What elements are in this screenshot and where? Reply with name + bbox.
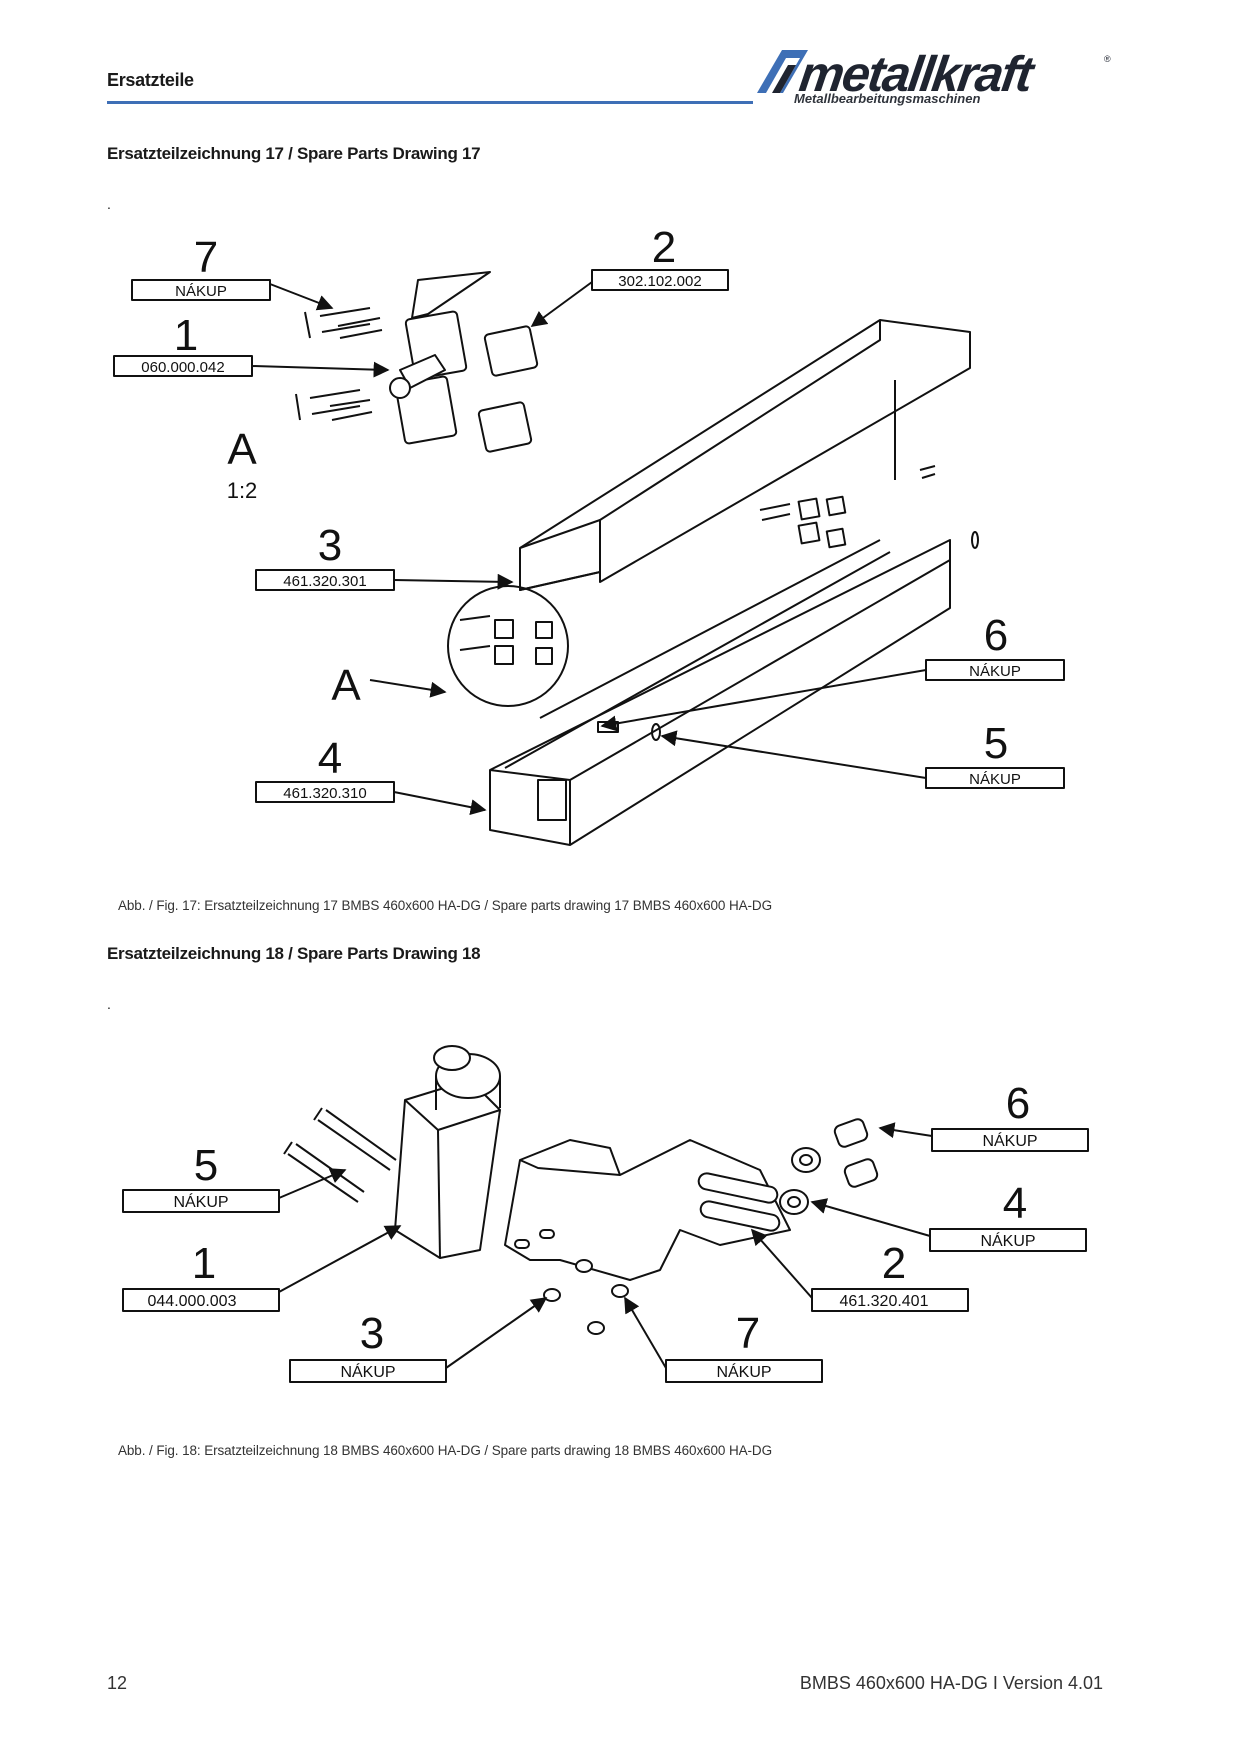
- page-number: 12: [107, 1673, 128, 1693]
- callout-17-label-1: 060.000.042: [141, 359, 224, 376]
- callout-18-number-4: 4: [1003, 1179, 1027, 1228]
- drawing-17-dot: .: [107, 196, 111, 212]
- brand-logo: metallkraft Metallbearbeitungsmaschinen …: [752, 46, 1112, 110]
- spare-parts-drawing-17: 7 1 2 3 4 6 5 A A 1:2 NÁKUP 060.000.042 …: [113, 223, 1065, 846]
- callout-18-number-1: 1: [192, 1239, 216, 1288]
- logo-subtitle: Metallbearbeitungsmaschinen: [794, 91, 981, 106]
- spare-parts-drawing-18: 5 1 3 7 6 4 2 NÁKUP 044.000.003 NÁKUP NÁ…: [122, 1045, 1089, 1383]
- callout-18-number-5: 5: [194, 1141, 218, 1190]
- footer-model-version: BMBS 460x600 HA-DG I Version 4.01: [799, 1673, 1103, 1693]
- callout-17-label-2: 302.102.002: [618, 273, 701, 290]
- callout-17-label-6: NÁKUP: [969, 663, 1021, 680]
- callout-18-label-2: 461.320.401: [840, 1293, 929, 1310]
- callout-18-label-5: NÁKUP: [173, 1192, 228, 1211]
- callout-18-label-6: NÁKUP: [982, 1131, 1037, 1150]
- callout-17-label-7: NÁKUP: [175, 283, 227, 300]
- callout-18-number-2: 2: [882, 1239, 906, 1288]
- detail-letter-a: A: [227, 425, 257, 474]
- drawing-18-dot: .: [107, 996, 111, 1012]
- callout-18-label-3: NÁKUP: [340, 1362, 395, 1381]
- callout-18-number-7: 7: [736, 1309, 760, 1358]
- callout-18-label-7: NÁKUP: [716, 1362, 771, 1381]
- drawing-18-title: Ersatzteilzeichnung 18 / Spare Parts Dra…: [107, 944, 481, 963]
- callout-17-label-4: 461.320.310: [283, 785, 366, 802]
- callout-17-label-3: 461.320.301: [283, 573, 366, 590]
- callout-17-number-6: 6: [984, 611, 1008, 660]
- detail-callout-a: A: [331, 661, 361, 710]
- callout-17-number-4: 4: [318, 734, 342, 783]
- header-rule: [107, 101, 753, 104]
- detail-scale: 1:2: [227, 478, 258, 503]
- drawing-17-title: Ersatzteilzeichnung 17 / Spare Parts Dra…: [107, 144, 481, 163]
- figure-18-caption: Abb. / Fig. 18: Ersatzteilzeichnung 18 B…: [118, 1443, 772, 1458]
- logo-mark-icon: [757, 50, 808, 93]
- callout-17-number-3: 3: [318, 521, 342, 570]
- callout-17-number-2: 2: [652, 223, 676, 272]
- callout-17-number-1: 1: [174, 311, 198, 360]
- callout-18-number-6: 6: [1006, 1079, 1030, 1128]
- callout-18-label-4: NÁKUP: [980, 1231, 1035, 1250]
- callout-17-label-5: NÁKUP: [969, 771, 1021, 788]
- callout-17-number-5: 5: [984, 719, 1008, 768]
- logo-registered-mark: ®: [1104, 54, 1111, 64]
- callout-18-number-3: 3: [360, 1309, 384, 1358]
- section-title: Ersatzteile: [107, 70, 194, 90]
- callout-18-label-1: 044.000.003: [148, 1293, 237, 1310]
- figure-17-caption: Abb. / Fig. 17: Ersatzteilzeichnung 17 B…: [118, 898, 772, 913]
- callout-17-number-7: 7: [194, 233, 218, 282]
